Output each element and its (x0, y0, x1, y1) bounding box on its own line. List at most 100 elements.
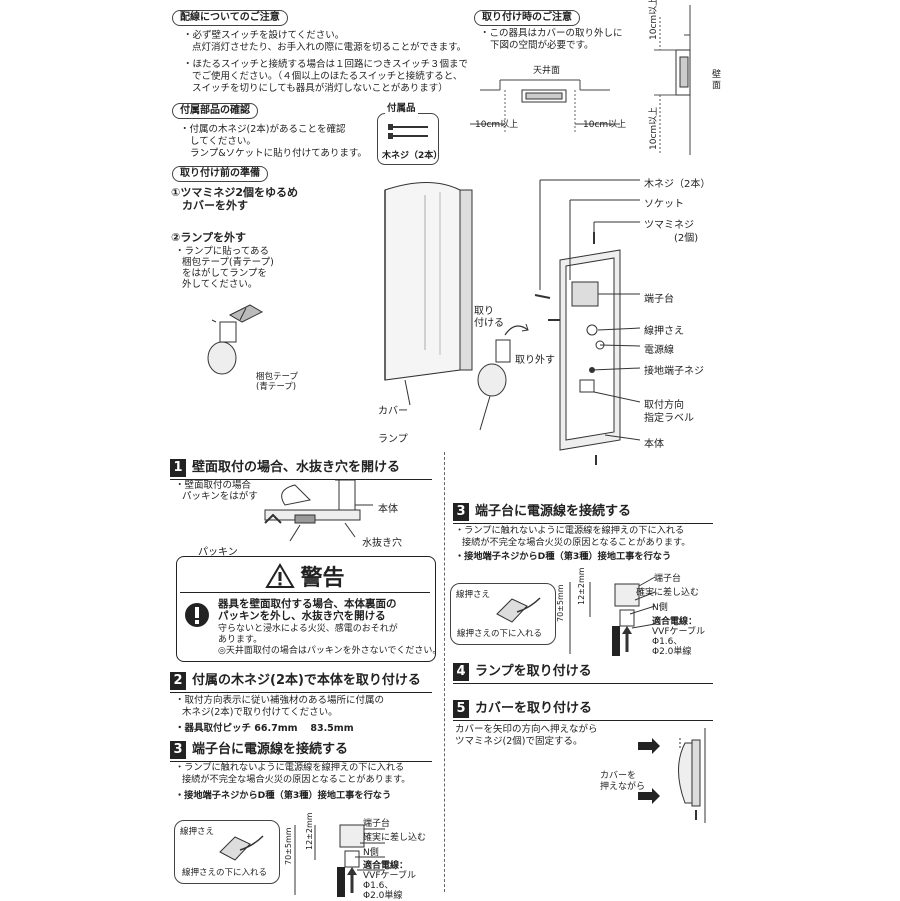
step5-push-label-2: 押えながら (600, 782, 646, 792)
step3b-wire-d2: Φ2.0単線 (652, 647, 692, 657)
accessory-box-label: 木ネジ（2本） (382, 151, 443, 161)
step4-number: 4 (453, 663, 469, 681)
step3b-dim1: 70±5mm (556, 584, 565, 622)
gap-top-label: 10cm以上 (649, 0, 659, 40)
label-cover: カバー (378, 406, 408, 417)
wiring-bullet-2c: スイッチを切りにしても器具が消灯しないことがあります） (192, 83, 448, 94)
step3a-under-label: 線押さえの下に入れる (182, 868, 268, 878)
step3a-terminal-label: 端子台 (363, 819, 391, 829)
prep-step2-line1: ・ランプに貼ってある (175, 246, 269, 257)
step3a-holder-illustration (219, 835, 264, 861)
column-divider (444, 452, 445, 892)
label-attach-2: 付ける (474, 318, 504, 329)
label-ground-screw: 接地端子ネジ (644, 366, 704, 377)
step3a-wire-d2: Φ2.0単線 (363, 891, 403, 901)
step1-note1: ・壁面取付の場合 (175, 480, 252, 491)
prep-step2-line4: 外してください。 (182, 279, 258, 290)
warning-line2: パッキンを外し、水抜き穴を開ける (218, 610, 386, 622)
wiring-bullet-2b: でご使用ください。（４個以上のほたるスイッチと接続すると、 (192, 71, 463, 82)
step2-number: 2 (170, 672, 186, 690)
step5-title: カバーを取り付ける (475, 701, 593, 716)
packing-removal-illustration (264, 479, 373, 542)
step1-note2: パッキンをはがす (182, 491, 258, 502)
label-attach: 取り (474, 306, 494, 317)
mounting-caution-line1: ・この器具はカバーの取り外しに (480, 28, 623, 39)
label-power-wire: 電源線 (644, 345, 674, 356)
step3a-wire-title: 適合電線： (363, 861, 409, 871)
step3b-holder-illustration (496, 597, 541, 623)
step2-line3: ・器具取付ピッチ 66.7mm 83.5mm (175, 723, 354, 734)
step3b-nside-label: N側 (652, 603, 668, 613)
step3b-terminal-label: 端子台 (654, 574, 682, 584)
step2-line1: ・取付方向表示に従い補強材のある場所に付属の (175, 695, 385, 706)
label-direction: 取付方向 (644, 400, 684, 411)
step3b-wire-title: 適合電線： (652, 617, 698, 627)
step5-push-label: カバーを (600, 771, 637, 781)
step3a-dim1: 70±5mm (284, 827, 293, 865)
wiring-bullet-2: ・ほたるスイッチと接続する場合は１回路につきスイッチ３個まで (183, 59, 469, 70)
accessories-line3: ランプ&ソケットに貼り付けてあります。 (190, 148, 367, 159)
label-socket: ソケット (644, 199, 684, 210)
step1-drain-label: 水抜き穴 (362, 538, 402, 549)
mounting-caution-line2: 下図の空間が必要です。 (490, 40, 594, 51)
warning-line1: 器具を壁面取付する場合、本体裏面の (218, 598, 397, 610)
step3b-title: 端子台に電源線を接続する (475, 504, 632, 519)
step2-title: 付属の木ネジ(2本)で本体を取り付ける (192, 673, 421, 688)
prohibition-icon (185, 603, 209, 627)
step3a-line3: ・接地端子ネジからD種（第3種）接地工事を行なう (175, 790, 392, 801)
step3a-number: 3 (170, 741, 186, 759)
step4-title: ランプを取り付ける (475, 664, 592, 679)
label-direction-2: 指定ラベル (644, 413, 694, 424)
label-lamp: ランプ (378, 434, 408, 445)
warning-title: 警告 (300, 566, 345, 591)
step3a-line1: ・ランプに触れないように電源線を線押えの下に入れる (175, 762, 405, 773)
ceiling-label: 天井面 (533, 66, 561, 76)
step3a-wire-type: VVFケーブル (363, 871, 416, 881)
gap-bottom-label: 10cm以上 (649, 106, 659, 150)
ceiling-clearance-diagram (470, 79, 620, 132)
accessories-line1: ・付属の木ネジ(2本)があることを確認 (180, 124, 346, 135)
step3b-line2: 接続が不完全な場合火災の原因となることがあります。 (462, 537, 691, 548)
tape-label-2: (青テープ) (256, 382, 297, 392)
step3a-dim2: 12±2mm (305, 812, 314, 850)
step3b-wire-type: VVFケーブル (652, 627, 705, 637)
step3a-nside-label: N側 (363, 848, 379, 858)
wiring-bullet-1: ・必ず壁スイッチを設けてください。 (183, 30, 345, 41)
step3b-line1: ・ランプに触れないように電源線を線押えの下に入れる (455, 525, 685, 536)
step5-number: 5 (453, 700, 469, 718)
prep-step1: ①ツマミネジ2個をゆるめ (171, 186, 298, 199)
step5-line1: カバーを矢印の方向へ押えながら (455, 724, 598, 735)
warning-line3: 守らないと浸水による火災、感電のおそれが (218, 624, 398, 634)
prep-heading: 取り付け前の準備 (172, 166, 268, 182)
label-wire-holder: 線押さえ (644, 326, 684, 337)
wall-clearance-diagram (654, 5, 691, 155)
fixture-exploded-diagram (384, 179, 641, 465)
wiring-bullet-1b: 点灯消灯させたり、お手入れの際に電源を切ることができます。 (192, 42, 467, 53)
step2-heading: 2 付属の木ネジ(2本)で本体を取り付ける (170, 669, 432, 693)
wall-label: 壁面 (712, 70, 722, 91)
prep-step1b: カバーを外す (182, 199, 248, 212)
step3a-holder-box (174, 820, 280, 884)
tape-lamp-illustration (207, 304, 264, 375)
step1-title: 壁面取付の場合、水抜き穴を開ける (192, 460, 401, 475)
step3a-line2: 接続が不完全な場合火災の原因となることがあります。 (182, 774, 411, 785)
step3a-holder-label: 線押さえ (180, 827, 215, 837)
step3b-wire-d1: Φ1.6、 (652, 637, 683, 647)
step3b-under-label: 線押さえの下に入れる (457, 629, 543, 639)
step3b-holder-box (450, 583, 556, 645)
warning-box (176, 556, 436, 662)
warning-triangle-icon (265, 563, 296, 588)
step1-packing-label: パッキン (198, 547, 238, 558)
step4-heading: 4 ランプを取り付ける (453, 660, 713, 684)
label-terminal: 端子台 (644, 294, 674, 305)
label-knob-count: (2個) (674, 233, 699, 244)
step5-heading: 5 カバーを取り付ける (453, 697, 713, 721)
step3b-dim2: 12±2mm (577, 567, 586, 605)
warning-header: 警告 (180, 560, 430, 593)
step1-body-label: 本体 (378, 504, 398, 515)
wiring-caution-heading: 配線についてのご注意 (172, 10, 288, 26)
label-body: 本体 (644, 439, 664, 450)
label-remove: 取り外す (515, 355, 555, 366)
